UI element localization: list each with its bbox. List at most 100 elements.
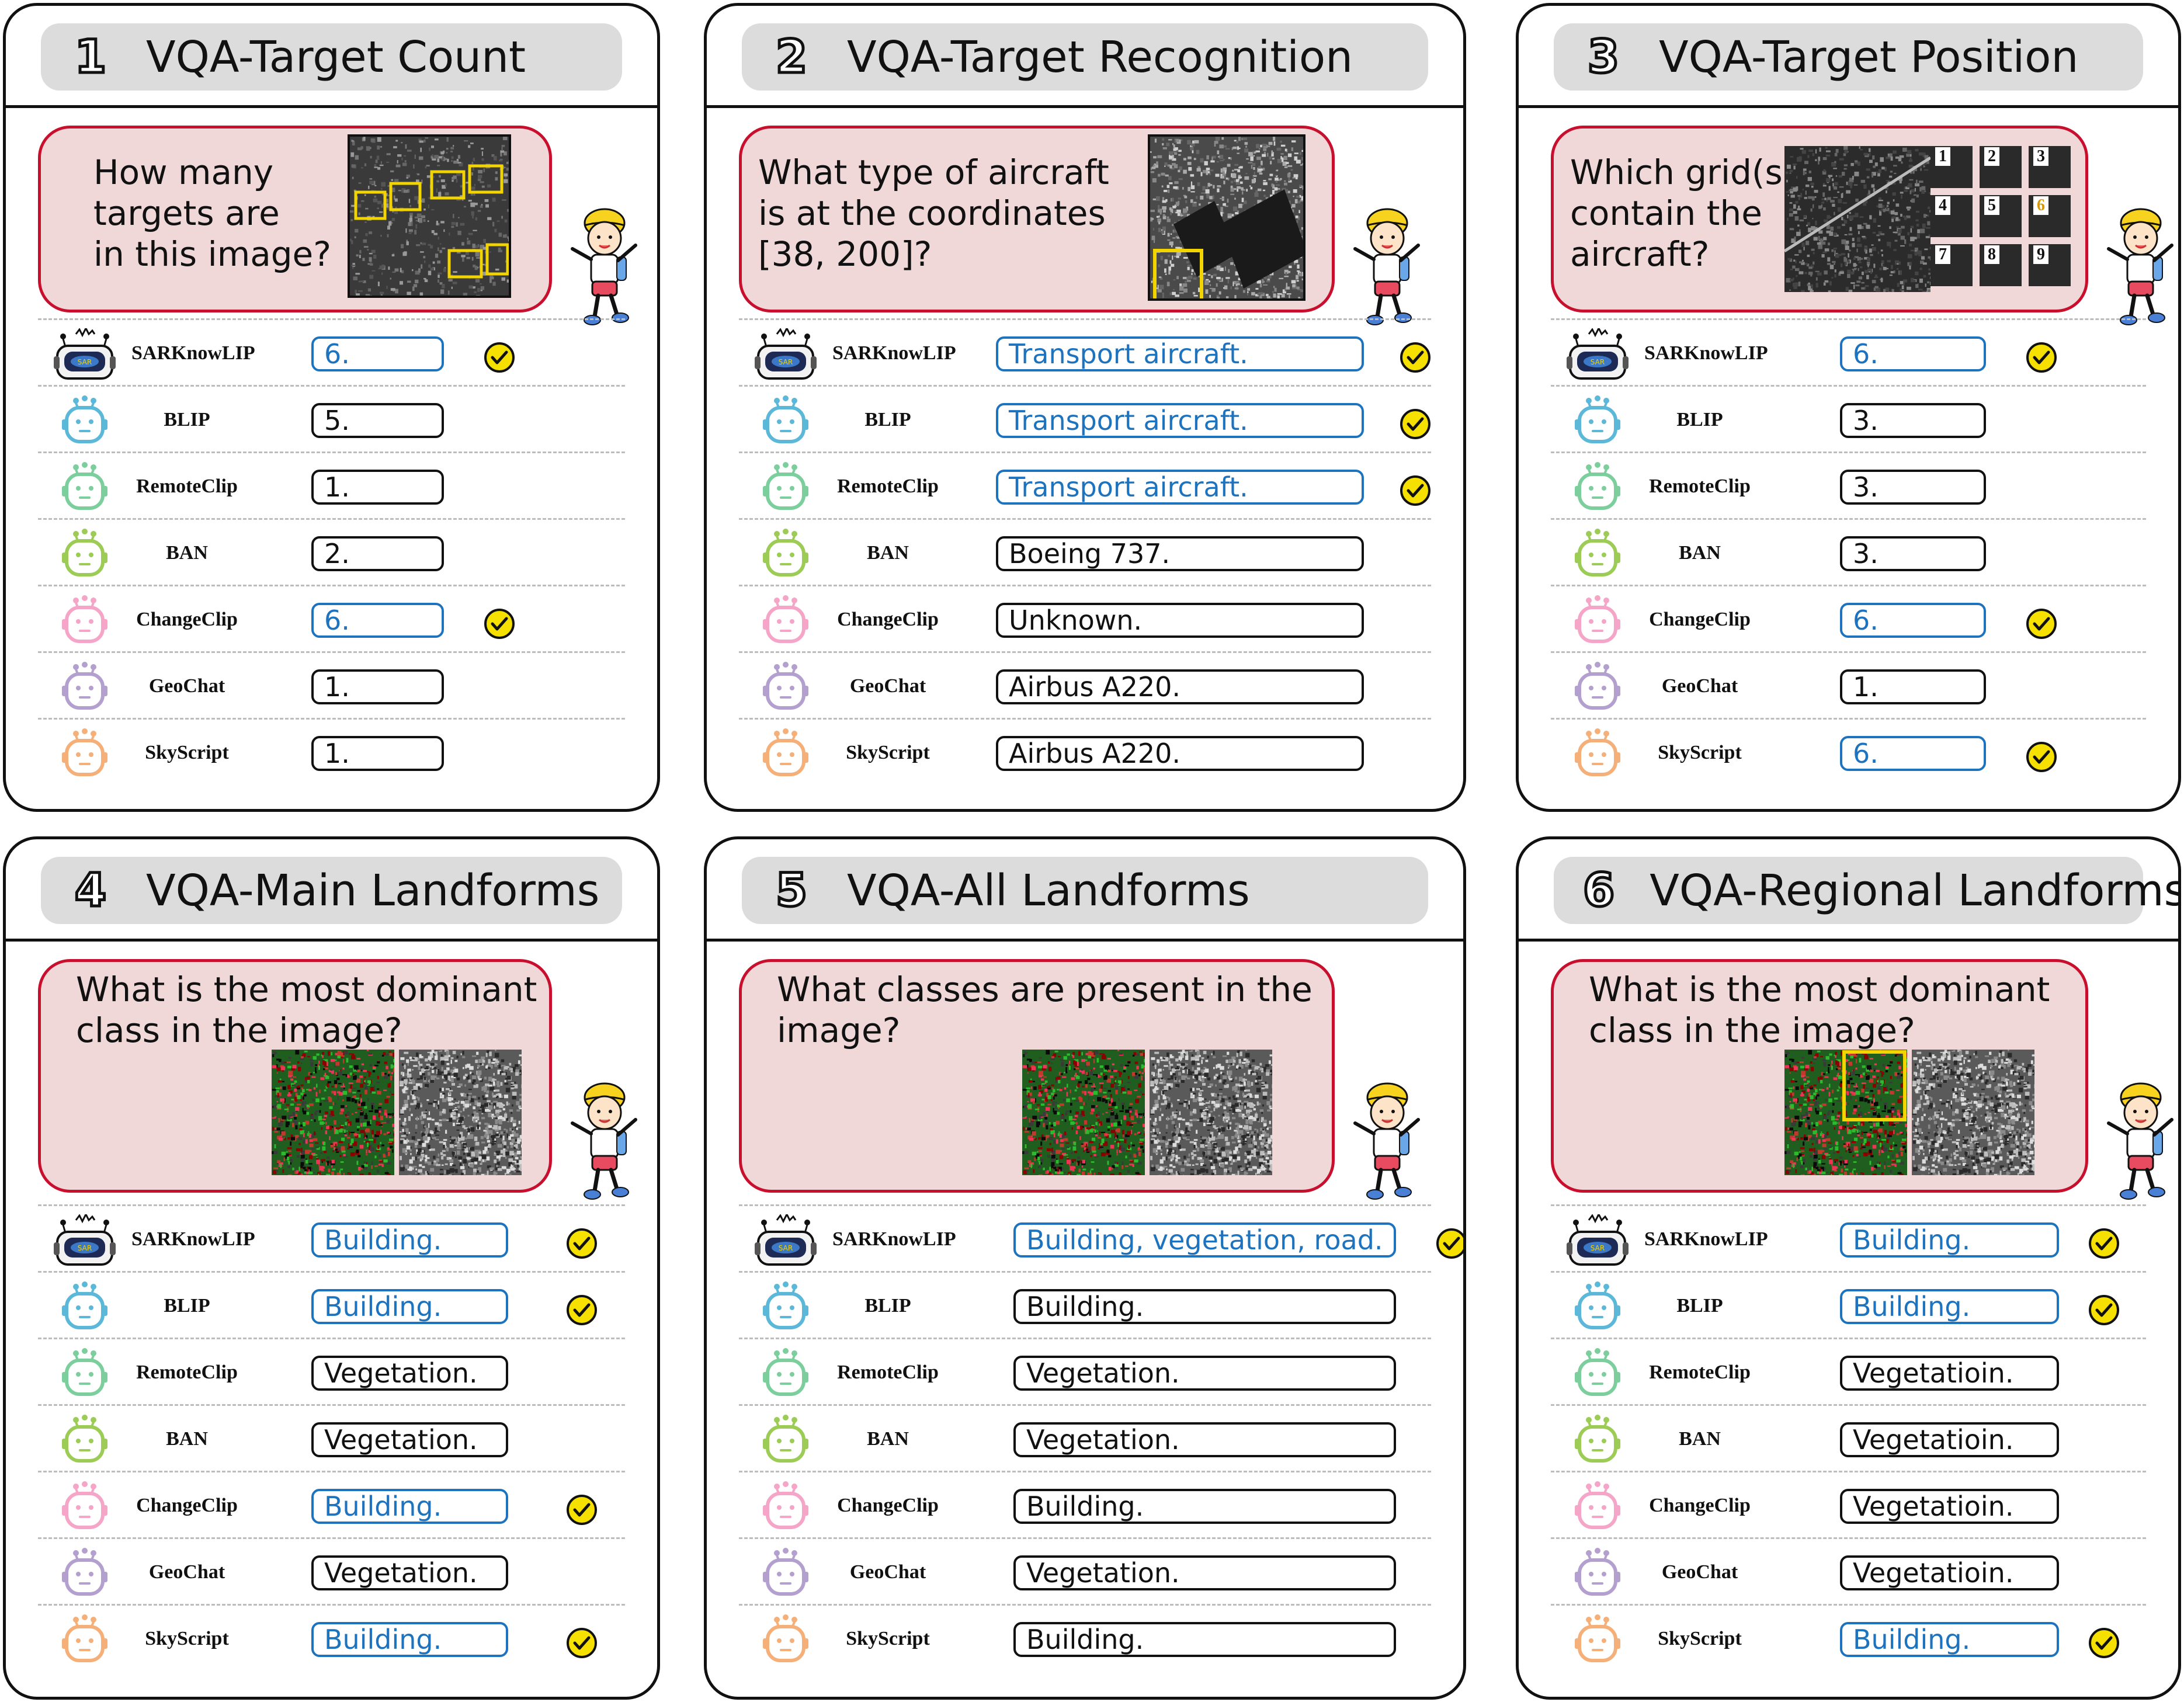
- model-name: SkyScript: [1658, 742, 1742, 763]
- kid-mascot-icon: [567, 199, 643, 333]
- grid-label: 3: [2033, 147, 2048, 166]
- robot-icon: [53, 1481, 117, 1533]
- grid-cell: 3: [2029, 146, 2071, 188]
- answer-row: GeoChat 1.: [1551, 651, 2146, 720]
- answer-row: GeoChat Airbus A220.: [739, 651, 1431, 720]
- model-name: SARKnowLIP: [1644, 342, 1768, 364]
- model-name: RemoteClip: [136, 1361, 238, 1383]
- answer-box: Transport aircraft.: [996, 470, 1364, 505]
- svg-text:SAR: SAR: [78, 1244, 92, 1252]
- question-bubble: What is the most dominant class in the i…: [38, 959, 552, 1193]
- robot-icon: [53, 1414, 117, 1467]
- sar-robot-icon: SAR: [53, 1212, 117, 1267]
- model-name: BLIP: [164, 409, 210, 430]
- question-bubble: What is the most dominant class in the i…: [1551, 959, 2088, 1193]
- answer-box: 1.: [1840, 669, 1986, 704]
- check-icon: [565, 1627, 598, 1659]
- model-name: BAN: [166, 542, 208, 564]
- answer-box: 3.: [1840, 403, 1986, 438]
- answer-box: Building.: [311, 1622, 508, 1657]
- robot-icon: [754, 1347, 818, 1400]
- kid-mascot-icon: [1349, 1073, 1425, 1207]
- robot-icon: [754, 1547, 818, 1600]
- model-name: SkyScript: [846, 1628, 930, 1649]
- answer-box: Vegetatioin.: [1840, 1555, 2059, 1590]
- question-text: What is the most dominant class in the i…: [76, 970, 537, 1050]
- model-name: GeoChat: [849, 1561, 926, 1583]
- question-text: What type of aircraft is at the coordina…: [758, 152, 1109, 274]
- answer-box: Building, vegetation, road.: [1013, 1222, 1396, 1258]
- robot-icon: [754, 728, 818, 780]
- model-name: ChangeClip: [136, 1495, 238, 1516]
- model-name: ChangeClip: [837, 609, 939, 630]
- answer-box: 6.: [311, 336, 444, 371]
- robot-icon: [1565, 528, 1630, 581]
- robot-icon: [53, 1547, 117, 1600]
- answer-box: 6.: [311, 603, 444, 638]
- grid-label: 1: [1935, 147, 1950, 166]
- robot-icon: [1565, 1281, 1630, 1333]
- check-icon: [2025, 607, 2058, 640]
- robot-icon: [53, 1614, 117, 1666]
- robot-icon: [1565, 395, 1630, 447]
- sar-robot-icon: SAR: [754, 326, 818, 381]
- robot-icon: [1565, 661, 1630, 714]
- question-text: What classes are present in the image?: [777, 970, 1313, 1050]
- grid-cell: 5: [1980, 195, 2022, 237]
- question-text: What is the most dominant class in the i…: [1589, 970, 2050, 1050]
- sar-image: [1784, 1050, 1911, 1179]
- answer-box: Vegetation.: [311, 1422, 508, 1457]
- model-name: RemoteClip: [837, 1361, 939, 1383]
- grid-label: 5: [1984, 196, 1999, 215]
- sar-image: [1912, 1050, 2039, 1179]
- panel-number: 4: [73, 863, 107, 918]
- question-text: Which grid(s) contain the aircraft?: [1570, 152, 1796, 274]
- answer-box: Building.: [311, 1289, 508, 1324]
- model-name: BLIP: [864, 409, 911, 430]
- panel-title: VQA-Target Count: [146, 32, 526, 82]
- answer-box: Building.: [1840, 1289, 2059, 1324]
- model-name: SARKnowLIP: [1644, 1228, 1768, 1250]
- answer-box: Airbus A220.: [996, 669, 1364, 704]
- model-name: SARKnowLIP: [131, 342, 255, 364]
- grid-cell: 9: [2029, 244, 2071, 286]
- grid-cell: 8: [1980, 244, 2022, 286]
- model-name: GeoChat: [849, 675, 926, 697]
- model-name: BAN: [1679, 1428, 1721, 1450]
- model-name: ChangeClip: [837, 1495, 939, 1516]
- model-name: GeoChat: [1661, 675, 1738, 697]
- answer-box: Building.: [311, 1222, 508, 1258]
- kid-mascot-icon: [567, 1073, 643, 1207]
- check-icon: [1399, 341, 1432, 374]
- grid-cell: 7: [1930, 244, 1973, 286]
- sar-image: [1148, 134, 1312, 308]
- answer-box: Vegetatioin.: [1840, 1356, 2059, 1391]
